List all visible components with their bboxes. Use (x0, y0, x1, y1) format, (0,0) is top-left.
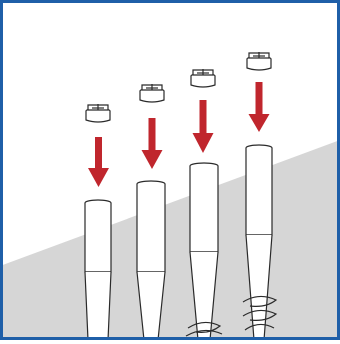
down-arrow-icon (192, 100, 214, 153)
post (136, 180, 166, 341)
cap-icon (190, 69, 216, 88)
down-arrow-icon (248, 82, 270, 132)
pile-2 (136, 84, 166, 341)
pile-4 (242, 52, 278, 341)
down-arrow-icon (88, 137, 109, 187)
helix-icon (242, 295, 278, 331)
pile-3 (185, 69, 223, 341)
down-arrow-icon (141, 118, 163, 169)
post (245, 144, 273, 341)
cap-icon (85, 104, 111, 123)
post (189, 162, 219, 341)
cap-icon (139, 84, 165, 103)
post (84, 199, 112, 341)
pile-1 (84, 104, 112, 341)
cap-icon (246, 52, 272, 71)
helix-icon (185, 321, 223, 337)
